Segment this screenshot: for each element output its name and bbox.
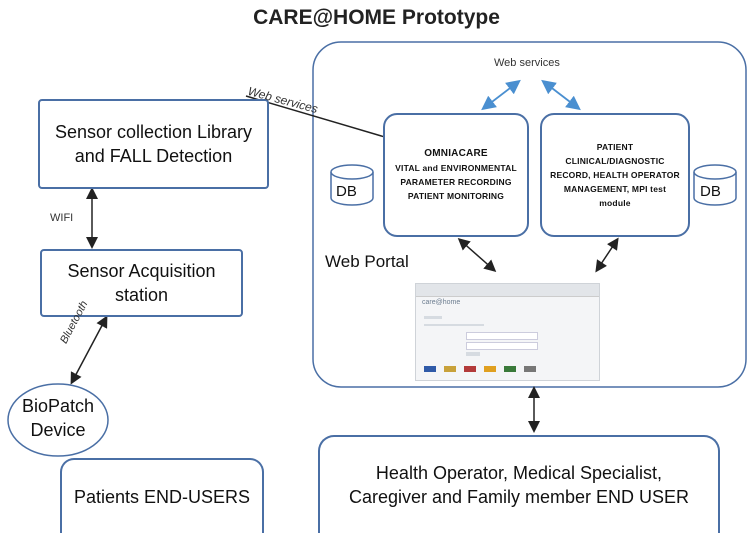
- db-left-cylinder: [330, 164, 374, 206]
- sensor-collection-box: Sensor collection Library and FALL Detec…: [38, 99, 269, 189]
- web-services-label: Web services: [494, 57, 560, 69]
- wifi-label: WIFI: [50, 212, 74, 224]
- sensor-acquisition-box: Sensor Acquisition station: [40, 249, 243, 317]
- patients-label: Patients END-USERS: [73, 486, 251, 507]
- browser-bar: [416, 284, 599, 297]
- portal-logo: care@home: [422, 299, 461, 306]
- end-user-label: Health Operator, Medical Specialist, Car…: [348, 463, 690, 507]
- patient-record-box: PATIENT CLINICAL/DIAGNOSTIC RECORD, HEAL…: [540, 113, 690, 237]
- omniacare-portal-arrow: [457, 238, 497, 272]
- omniacare-title: OMNIACARE: [424, 148, 488, 159]
- db-right-label: DB: [700, 183, 721, 200]
- biopatch-label: BioPatch Device: [10, 394, 106, 442]
- patient-record-label: PATIENT CLINICAL/DIAGNOSTIC RECORD, HEAL…: [550, 142, 680, 208]
- biopatch-text: BioPatch Device: [21, 396, 95, 440]
- db-left-label: DB: [336, 183, 357, 200]
- web-portal-screenshot: care@home: [415, 283, 600, 381]
- db-right-cylinder: [693, 164, 737, 206]
- diagram-title: CARE@HOME Prototype: [253, 6, 500, 29]
- portal-login-button: [466, 352, 480, 356]
- portal-text-line: [424, 316, 442, 319]
- biopatch-ellipse: [7, 383, 109, 457]
- portal-text-line: [424, 324, 484, 326]
- end-user-box: Health Operator, Medical Specialist, Car…: [318, 435, 720, 533]
- omniacare-box: OMNIACARE VITAL and ENVIRONMENTAL PARAME…: [383, 113, 529, 237]
- omniacare-body: VITAL and ENVIRONMENTAL PARAMETER RECORD…: [395, 163, 517, 201]
- sensor-acquisition-label: Sensor Acquisition station: [67, 261, 216, 305]
- web-portal-label: Web Portal: [325, 252, 409, 271]
- ws-arrow-right: [541, 79, 581, 111]
- patients-box: Patients END-USERS: [60, 458, 264, 533]
- sensor-collection-label: Sensor collection Library and FALL Detec…: [54, 122, 253, 166]
- portal-username-field: [466, 332, 538, 340]
- bluetooth-arrow: [70, 315, 108, 385]
- portal-password-field: [466, 342, 538, 350]
- ws-arrow-left: [481, 79, 521, 111]
- web-services-arrow: [245, 95, 398, 144]
- record-portal-arrow: [595, 237, 619, 273]
